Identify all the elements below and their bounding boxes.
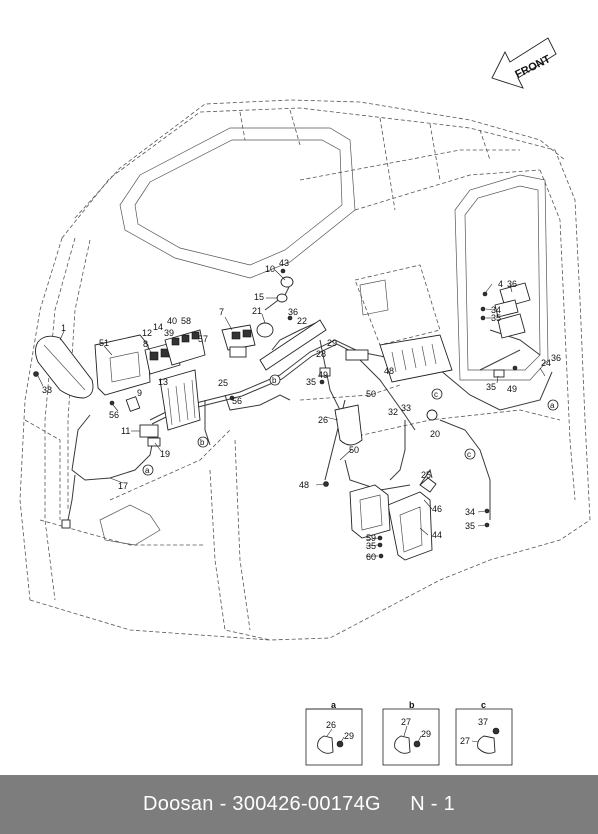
callout-25-b: 25 <box>421 470 431 480</box>
footer-page: N - 1 <box>410 793 456 815</box>
ref-a-1: a <box>145 466 150 475</box>
sensor-20 <box>426 409 438 421</box>
detail-view-b: b 27 29 <box>382 700 440 766</box>
callout-33: 33 <box>401 403 411 413</box>
detail-c-label-2: 27 <box>460 736 470 746</box>
callout-24: 24 <box>541 358 551 368</box>
callout-12: 12 <box>142 328 152 338</box>
ref-b-2: b <box>200 438 205 447</box>
callout-48-a: 48 <box>384 366 394 376</box>
callout-28: 28 <box>316 349 326 359</box>
buzzer-21 <box>256 322 274 338</box>
detail-a-label-1: 26 <box>326 720 336 730</box>
instrument-panel-51 <box>94 334 151 396</box>
callout-15: 15 <box>254 292 264 302</box>
callout-11: 11 <box>121 426 130 436</box>
callout-34-b: 34 <box>465 507 475 517</box>
callout-50-b: 50 <box>349 445 359 455</box>
leader-lines <box>37 269 546 557</box>
controller-module <box>349 484 391 539</box>
callout-40: 40 <box>167 316 177 326</box>
callout-9: 9 <box>137 388 142 398</box>
connector-11 <box>139 424 159 438</box>
callout-48-b: 48 <box>299 480 309 490</box>
connector-36 <box>499 282 531 308</box>
callout-56-a: 56 <box>109 410 119 420</box>
callout-56-b: 56 <box>232 396 242 406</box>
callout-8: 8 <box>143 339 148 349</box>
detail-c-title: c <box>481 700 486 710</box>
callout-26: 26 <box>318 415 328 425</box>
callout-46: 46 <box>432 504 442 514</box>
callout-39: 39 <box>164 328 174 338</box>
callout-19: 19 <box>160 449 170 459</box>
connector-9 <box>125 396 141 412</box>
callout-35-e: 35 <box>366 541 376 551</box>
callout-17: 17 <box>118 481 128 491</box>
callout-59: 59 <box>366 533 376 543</box>
callout-49-b: 49 <box>507 384 517 394</box>
callout-35-d: 35 <box>465 521 475 531</box>
footer-text: Doosan - 300426-00174G N - 1 <box>142 793 456 815</box>
circle-references: a a b b c c <box>142 374 559 476</box>
bracket-44 <box>387 491 433 561</box>
front-direction-arrow: FRONT <box>491 37 557 89</box>
footer-part-number: 300426-00174G <box>232 793 381 815</box>
callout-4: 4 <box>498 279 503 289</box>
detail-b-title: b <box>409 700 415 710</box>
components <box>33 268 531 561</box>
callout-43: 43 <box>279 258 289 268</box>
callout-35-a: 35 <box>491 313 501 323</box>
ref-a-2: a <box>550 401 555 410</box>
callout-34-a: 34 <box>491 305 501 315</box>
grommet-26 <box>334 404 363 446</box>
callout-35-b: 35 <box>306 377 316 387</box>
callout-7: 7 <box>219 307 224 317</box>
callout-25-a: 25 <box>218 378 228 388</box>
callout-14: 14 <box>153 322 163 332</box>
callout-49-a: 49 <box>318 370 328 380</box>
socket-15 <box>276 293 288 303</box>
callout-36-a: 36 <box>507 279 517 289</box>
relay-block-13 <box>159 369 201 431</box>
cab-harness-drawing: FRONT <box>19 37 591 766</box>
ref-c-1: c <box>434 390 438 399</box>
detail-b-label-2: 29 <box>421 729 431 739</box>
callout-32: 32 <box>388 407 398 417</box>
detail-b-label-1: 27 <box>401 717 411 727</box>
callout-36-c: 36 <box>551 353 561 363</box>
callout-60: 60 <box>366 552 376 562</box>
callout-58: 58 <box>181 316 191 326</box>
callout-13: 13 <box>158 377 168 387</box>
detail-view-c: c 37 27 <box>455 700 513 766</box>
callout-36-b: 36 <box>288 307 298 317</box>
wire-harness <box>67 284 553 521</box>
callout-29: 29 <box>327 338 337 348</box>
callout-21: 21 <box>252 306 262 316</box>
footer-bar: Doosan - 300426-00174G N - 1 <box>0 775 598 834</box>
callout-1: 1 <box>61 323 66 333</box>
callout-51: 51 <box>99 338 109 348</box>
ref-b-1: b <box>272 376 277 385</box>
callout-50-a: 50 <box>366 389 376 399</box>
parts-diagram: FRONT <box>19 37 591 766</box>
callout-labels: 1 4 7 8 9 10 11 12 13 14 15 17 19 20 21 … <box>42 258 561 562</box>
socket-10 <box>280 276 294 288</box>
relay-block-50 <box>379 334 453 383</box>
detail-a-title: a <box>331 700 337 710</box>
callout-35-c: 35 <box>486 382 496 392</box>
detail-view-a: a 26 29 <box>305 700 363 766</box>
footer-brand: Doosan <box>142 793 214 815</box>
callout-10: 10 <box>265 264 275 274</box>
callout-44: 44 <box>432 530 442 540</box>
callout-20: 20 <box>430 429 440 439</box>
detail-c-label-1: 37 <box>478 717 488 727</box>
detail-a-label-2: 29 <box>344 731 354 741</box>
callout-22: 22 <box>297 316 307 326</box>
screw-38 <box>33 371 39 377</box>
callout-38: 38 <box>42 385 52 395</box>
cab-frame <box>19 99 591 641</box>
callout-57: 57 <box>198 334 208 344</box>
ref-c-2: c <box>467 450 471 459</box>
